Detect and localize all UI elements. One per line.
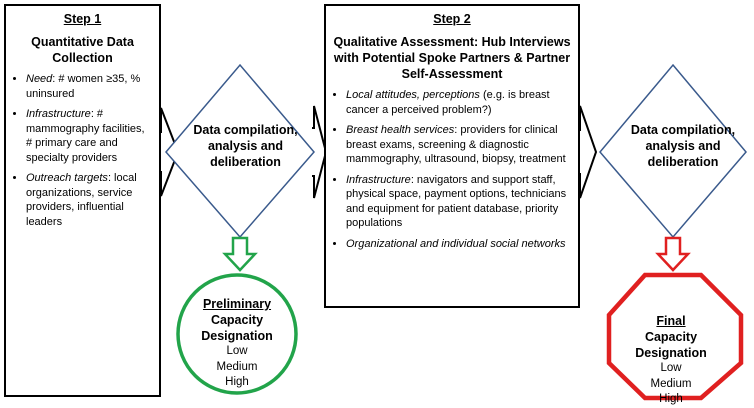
step1-list: Need: # women ≥35, % uninsured Infrastru…: [6, 72, 159, 229]
result1-level-high: High: [225, 376, 249, 388]
result2-subheading: Capacity Designation: [635, 330, 707, 360]
diamond2-text: Data compilation, analysis and deliberat…: [630, 123, 736, 169]
preliminary-circle: [176, 273, 298, 395]
diamond1-text: Data compilation, analysis and deliberat…: [193, 123, 298, 169]
result1-subheading: Capacity Designation: [201, 313, 273, 343]
item-text: : # women ≥35, % uninsured: [26, 73, 141, 100]
list-item: Infrastructure: # mammography facilities…: [26, 107, 153, 165]
final-designation: Final Capacity Designation Low Medium Hi…: [618, 313, 724, 408]
item-text: : # mammography facilities, # primary ca…: [26, 108, 145, 164]
item-text: (e.g. is breast cancer a perceived probl…: [346, 89, 550, 116]
item-text: : providers for clinical breast exams, s…: [346, 124, 566, 165]
preliminary-designation: Preliminary Capacity Designation Low Med…: [182, 296, 292, 391]
list-item: Outreach targets: local organizations, s…: [26, 171, 153, 229]
list-item: Breast health services: providers for cl…: [346, 123, 572, 167]
arrow-down-red: [655, 236, 691, 272]
step2-list: Local attitudes, perceptions (e.g. is br…: [326, 88, 578, 251]
step1-subtitle: Quantitative Data Collection: [31, 35, 134, 65]
list-item: Organizational and individual social net…: [346, 237, 572, 252]
item-text: : local organizations, service providers…: [26, 172, 137, 228]
item-label: Local attitudes, perceptions: [346, 89, 480, 101]
arrow-step2-to-diamond2: [576, 105, 598, 199]
arrow-down-green: [222, 236, 258, 272]
item-label: Need: [26, 73, 53, 85]
step1-box: Step 1 Quantitative Data Collection Need…: [4, 4, 161, 397]
step2-box: Step 2 Qualitative Assessment: Hub Inter…: [324, 4, 580, 308]
result1-level-low: Low: [226, 345, 248, 357]
result2-level-high: High: [659, 393, 683, 405]
list-item: Local attitudes, perceptions (e.g. is br…: [346, 88, 572, 117]
list-item: Infrastructure: navigators and support s…: [346, 173, 572, 231]
item-label: Infrastructure: [26, 108, 91, 120]
final-octagon: [606, 272, 744, 401]
result2-level-low: Low: [660, 362, 682, 374]
list-item: Need: # women ≥35, % uninsured: [26, 72, 153, 101]
result1-heading: Preliminary: [202, 297, 272, 311]
item-text: : navigators and support staff, physical…: [346, 173, 567, 230]
item-label: Organizational and individual social net…: [346, 237, 566, 250]
result2-level-medium: Medium: [650, 377, 692, 390]
step2-title: Step 2: [433, 12, 471, 26]
result1-level-medium: Medium: [216, 360, 258, 373]
step1-title: Step 1: [63, 12, 102, 26]
item-label: Breast health services: [346, 124, 455, 136]
item-label: Outreach targets: [26, 172, 108, 184]
step2-subtitle: Qualitative Assessment: Hub Interviews w…: [333, 35, 571, 81]
item-label: Infrastructure: [346, 173, 411, 186]
result2-heading: Final: [656, 314, 686, 328]
